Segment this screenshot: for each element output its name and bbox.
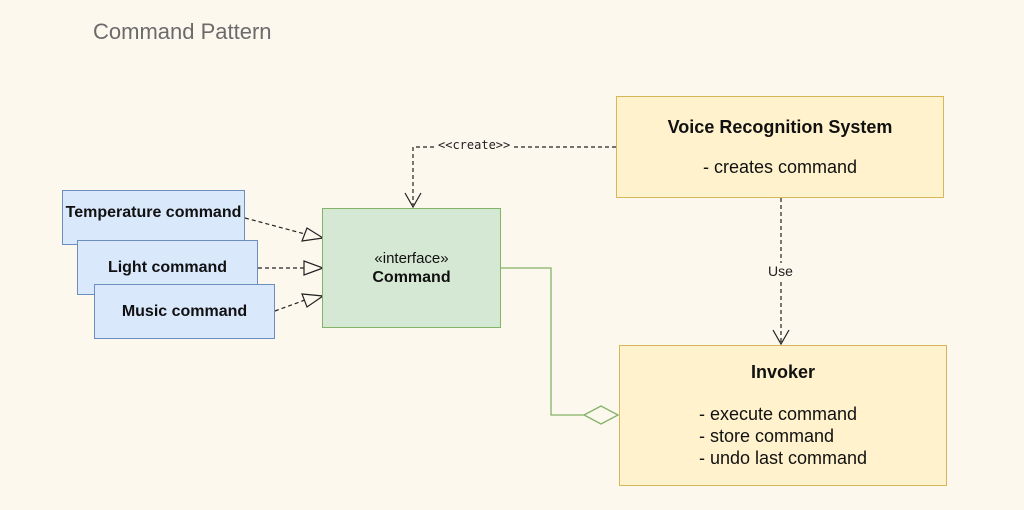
voice-recognition-system-name: Voice Recognition System [667,116,893,137]
light-realization-arrowhead [303,260,325,276]
invoker-member-0: - execute command [698,404,858,424]
voice-member-0: - creates command [702,156,858,177]
temperature-realization-arrowhead [301,227,325,242]
aggregation-edge [501,267,584,416]
use-dependency-label: Use [766,263,795,279]
create-dependency-edge [412,146,616,205]
create-dependency-label: <<create>> [436,138,513,152]
music-command-label: Music command [121,303,248,320]
invoker-box[interactable]: Invoker - execute command - store comman… [619,345,947,486]
temperature-command-label: Temperature command [65,204,242,221]
music-command-box[interactable]: Music command [94,284,275,339]
interface-name: Command [372,269,451,286]
voice-recognition-system-box[interactable]: Voice Recognition System - creates comma… [616,96,944,198]
invoker-name: Invoker [750,362,816,382]
light-command-label: Light command [107,259,228,276]
music-realization-edge [274,299,306,312]
command-interface-box[interactable]: «interface» Command [322,208,501,328]
aggregation-diamond [582,405,620,425]
music-realization-arrowhead [301,293,325,308]
diagram-title: Command Pattern [93,19,272,44]
temperature-realization-edge [244,217,306,235]
temperature-command-box[interactable]: Temperature command [62,190,245,245]
use-dependency-arrowhead [772,329,790,346]
create-dependency-arrowhead [404,192,422,209]
invoker-member-1: - store command [698,426,834,446]
invoker-member-2: - undo last command [698,448,868,468]
invoker-members: - execute command - store command - undo… [699,403,867,469]
interface-stereotype: «interface» [374,250,449,267]
